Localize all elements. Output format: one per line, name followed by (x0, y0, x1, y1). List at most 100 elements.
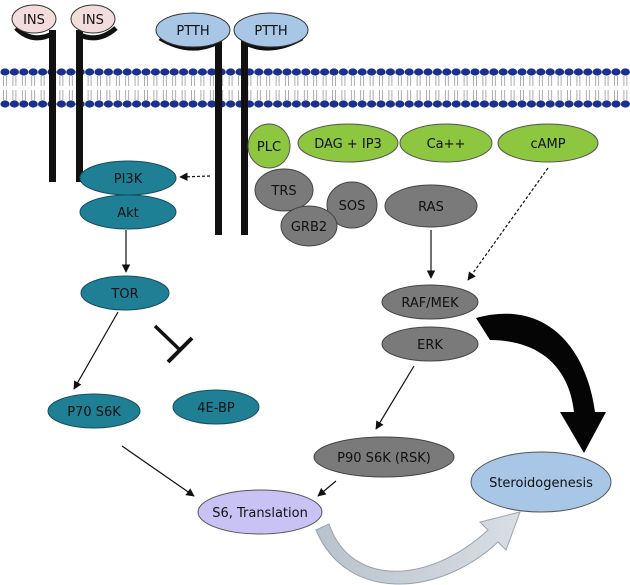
erk-node: ERK (381, 326, 479, 362)
membrane-head (526, 68, 537, 76)
membrane-head (273, 100, 283, 108)
membrane-head (94, 68, 104, 76)
ins-ligand-right: INS (70, 4, 116, 34)
membrane-head (545, 100, 555, 108)
membrane-head (573, 68, 584, 76)
membrane-head (329, 100, 339, 108)
translation-node: S6, Translation (197, 489, 323, 535)
membrane-head (226, 100, 236, 108)
membrane-head (573, 100, 584, 108)
membrane-head (385, 68, 395, 76)
p70-to-translation-arrow (121, 445, 195, 497)
membrane-head (404, 68, 414, 76)
ptth-left-label: PTTH (176, 24, 209, 39)
membrane-head (414, 68, 424, 76)
membrane-head (226, 68, 236, 76)
membrane-head (291, 100, 301, 108)
membrane-head (66, 68, 76, 76)
ptth-right-label: PTTH (254, 24, 287, 39)
membrane-head (583, 100, 593, 108)
membrane-head (545, 68, 555, 76)
erk-label: ERK (417, 338, 443, 353)
ins-left-label: INS (23, 13, 45, 28)
membrane-head (555, 100, 565, 108)
membrane-head (38, 68, 48, 76)
trs-node: TRS (254, 168, 314, 212)
membrane-head (0, 68, 10, 76)
translation-label: S6, Translation (212, 506, 308, 521)
membrane-head (517, 68, 527, 76)
membrane-head (526, 100, 537, 108)
membrane-head (66, 100, 76, 108)
membrane-head (564, 68, 574, 76)
membrane-head (451, 68, 461, 76)
membrane-head (9, 68, 19, 76)
membrane-head (28, 100, 38, 108)
membrane-head (489, 100, 499, 108)
sos-node: SOS (326, 181, 378, 229)
membrane-head (517, 100, 527, 108)
membrane-head (376, 100, 386, 108)
membrane-head (103, 68, 113, 76)
4e-bp-node: 4E-BP (172, 389, 260, 425)
grb2-node: GRB2 (280, 205, 338, 247)
membrane-head (282, 100, 292, 108)
tor-to-p70-arrow (73, 311, 119, 390)
membrane-head (329, 68, 339, 76)
membrane-head (498, 100, 508, 108)
sos-label: SOS (339, 199, 366, 214)
akt-label: Akt (117, 206, 139, 221)
membrane-head (254, 68, 264, 76)
membrane-head (442, 100, 452, 108)
ptth-ligand-left: PTTH (155, 12, 231, 48)
membrane-head (141, 68, 151, 76)
membrane-head (85, 68, 95, 76)
membrane-head (461, 68, 471, 76)
membrane-head (602, 100, 612, 108)
membrane-head (85, 100, 95, 108)
membrane-head (376, 68, 386, 76)
tor-inhibits-4e-bp-symbol (153, 324, 194, 364)
raf-mek-label: RAF/MEK (401, 296, 459, 311)
erk-to-p90-arrow (375, 365, 415, 430)
translation-to-steroidogenesis-curved-arrow (315, 511, 521, 585)
membrane-head (320, 100, 330, 108)
grb2-label: GRB2 (291, 220, 327, 235)
ptth-ligand-right: PTTH (233, 12, 309, 48)
plc-node: PLC (247, 123, 291, 169)
membrane-head (583, 68, 593, 76)
plc-label: PLC (257, 140, 281, 155)
membrane-head (56, 68, 66, 76)
membrane-head (169, 100, 179, 108)
membrane-head (207, 68, 217, 76)
membrane-head (0, 100, 10, 108)
membrane-head (507, 68, 518, 76)
membrane-head (263, 100, 273, 108)
akt-node: Akt (79, 194, 177, 230)
membrane-head (113, 68, 123, 76)
membrane-head (103, 100, 113, 108)
p90-label: P90 S6K (RSK) (337, 451, 431, 466)
dag-ip3-node: DAG + IP3 (297, 123, 399, 163)
membrane-head (367, 68, 377, 76)
membrane-head (338, 100, 348, 108)
membrane-head (602, 68, 612, 76)
membrane-head (38, 100, 48, 108)
ins-ligand-left: INS (11, 4, 57, 34)
membrane-head (620, 68, 630, 76)
ras-label: RAS (418, 200, 444, 215)
membrane-head (179, 68, 189, 76)
tor-node: TOR (80, 275, 170, 311)
membrane-head (414, 100, 424, 108)
membrane-head (498, 68, 508, 76)
membrane-head (301, 68, 311, 76)
membrane-head (207, 100, 217, 108)
trs-label: TRS (270, 184, 296, 199)
membrane-head (132, 100, 142, 108)
membrane-head (263, 68, 273, 76)
membrane-head (395, 100, 405, 108)
membrane-head (160, 100, 170, 108)
ca-label: Ca++ (427, 137, 466, 152)
membrane-head (423, 100, 433, 108)
